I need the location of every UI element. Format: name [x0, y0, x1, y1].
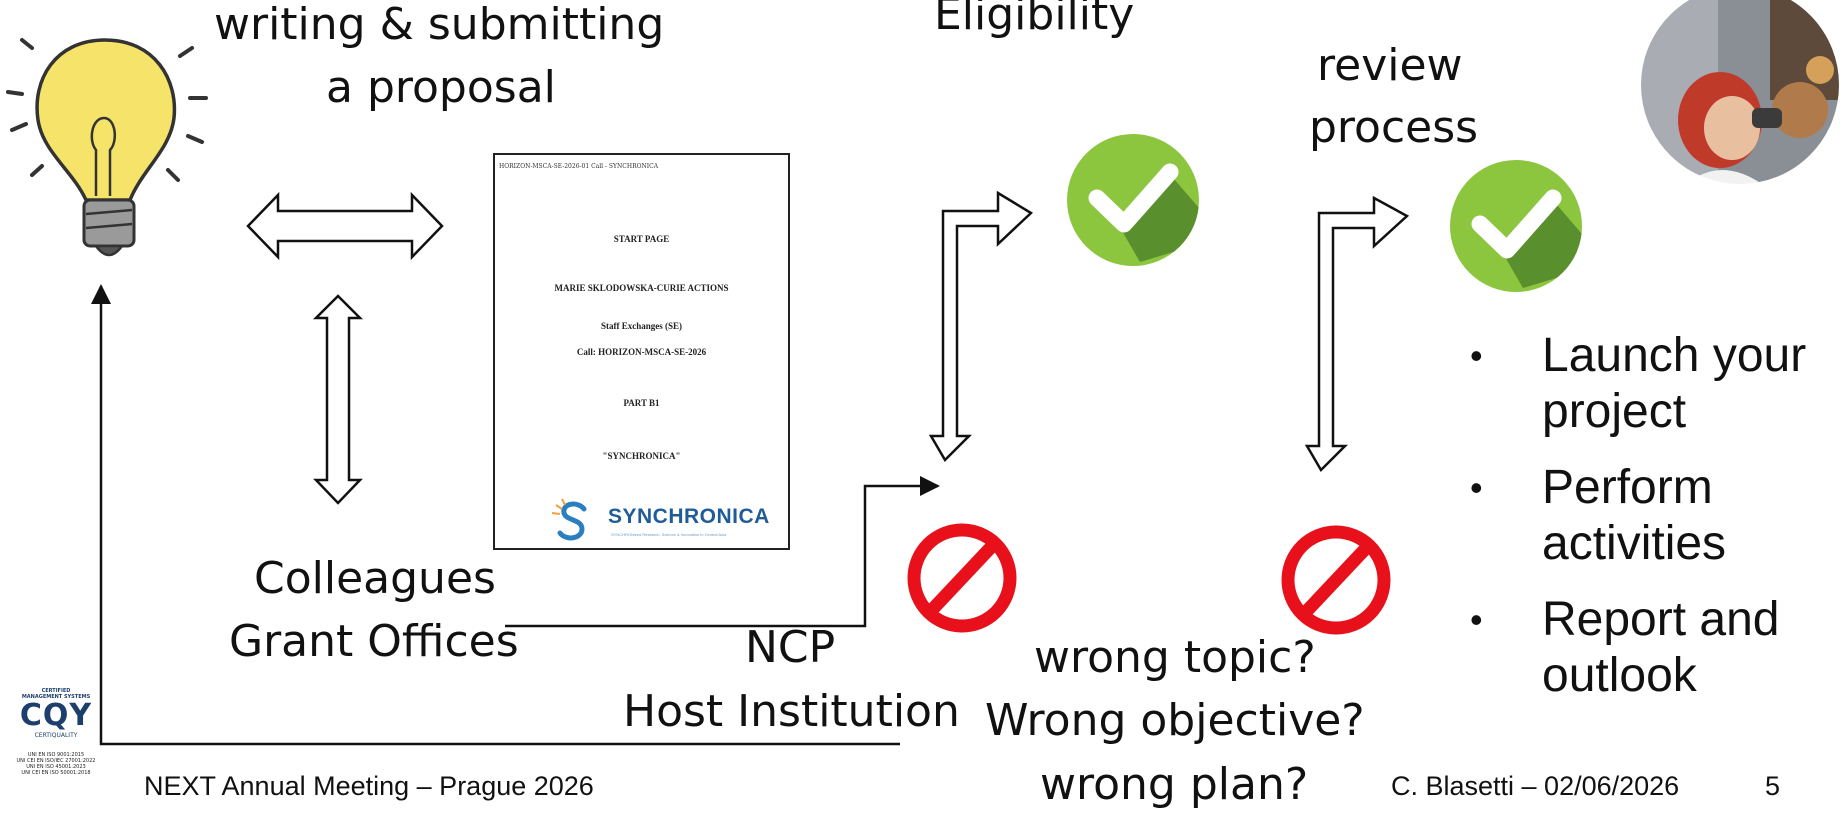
prohibited-icon-review: [1281, 525, 1391, 635]
label-process: process: [1309, 102, 1479, 153]
document-line: PART B1: [623, 398, 660, 408]
check-icon-eligibility: [1067, 134, 1199, 266]
document-line: Staff Exchanges (SE): [600, 321, 682, 331]
document-line: Call: HORIZON-MSCA-SE-2026: [576, 347, 707, 357]
label-ncp: NCP: [745, 622, 836, 673]
label-writing-submitting: writing & submitting: [214, 0, 665, 50]
label-host-institution: Host Institution: [623, 686, 960, 737]
synchronica-logo-subtitle: SYNCHRONized Research, Science & Innovat…: [611, 532, 727, 537]
certiquality-logo: CQY: [19, 698, 93, 733]
document-line: "SYNCHRONICA": [602, 451, 681, 461]
label-wrong-objective: Wrong objective?: [985, 695, 1365, 746]
footer-meeting: NEXT Annual Meeting – Prague 2026: [144, 771, 594, 801]
outcome-bullet-list: •Launch your project •Perform activities…: [1460, 328, 1842, 724]
researcher-photo: [1640, 0, 1840, 185]
double-arrow-horizontal: [246, 191, 444, 261]
check-icon-review: [1450, 160, 1582, 292]
bullet-launch: •Launch your project: [1470, 329, 1807, 438]
prohibited-icon-eligibility: [907, 523, 1017, 633]
double-arrow-vertical: [312, 294, 364, 505]
footer-page-number: 5: [1765, 771, 1781, 801]
certification-badge: CERTIFIED MANAGEMENT SYSTEMS CQY CERTIQU…: [8, 688, 104, 776]
footer-author-date: C. Blasetti – 02/06/2026: [1391, 771, 1680, 801]
label-grant-offices: Grant Offices: [229, 616, 519, 667]
document-header: HORIZON-MSCA-SE-2026-01 Call - SYNCHRONI…: [499, 163, 659, 170]
label-a-proposal: a proposal: [326, 62, 556, 113]
label-wrong-plan: wrong plan?: [1040, 759, 1309, 810]
feedback-arrow: [91, 284, 900, 746]
proposal-document: HORIZON-MSCA-SE-2026-01 Call - SYNCHRONI…: [493, 153, 790, 550]
split-arrow-eligibility: [928, 190, 1034, 463]
bullet-perform: •Perform activities: [1470, 461, 1727, 570]
synchronica-logo-icon: [551, 498, 587, 541]
label-eligibility: Eligibility: [934, 0, 1135, 40]
document-line: START PAGE: [613, 234, 670, 244]
label-colleagues: Colleagues: [254, 553, 496, 604]
synchronica-logo-text: SYNCHRONICA: [608, 505, 770, 528]
lightbulb-icon: [6, 38, 208, 257]
support-arrow: [505, 476, 940, 628]
bullet-report: •Report and outlook: [1470, 593, 1780, 702]
document-line: MARIE SKLODOWSKA-CURIE ACTIONS: [554, 283, 729, 293]
split-arrow-review: [1304, 195, 1410, 473]
label-wrong-topic: wrong topic?: [1034, 632, 1316, 683]
label-review: review: [1317, 40, 1463, 91]
